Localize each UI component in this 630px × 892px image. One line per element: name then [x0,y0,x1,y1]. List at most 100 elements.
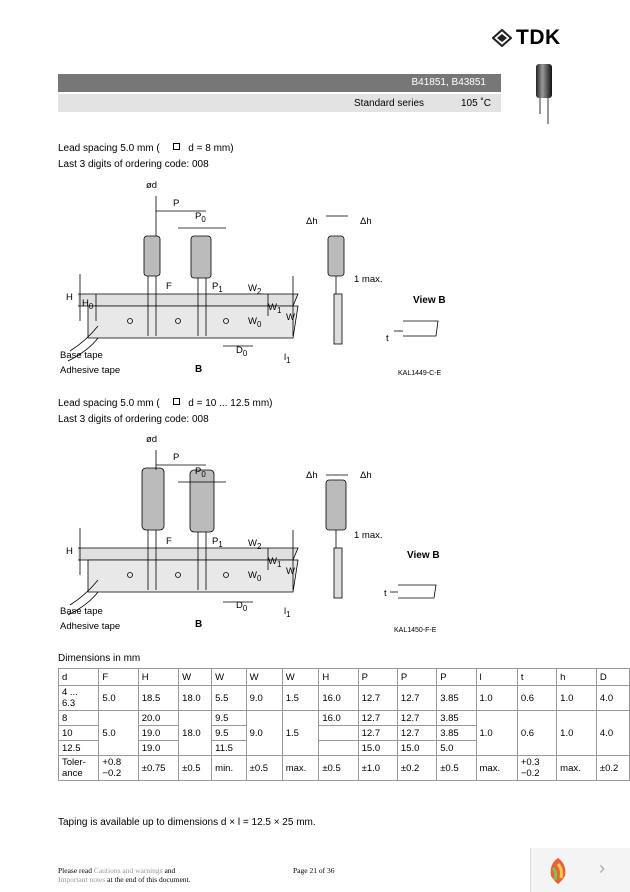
table-cell: 18.0 [178,710,213,756]
table-header-cell: W [211,668,247,686]
table-cell: 3.85 [436,725,477,741]
table-cell: 16.0 [318,710,359,726]
diameter-symbol-icon [172,398,180,405]
label-dh-b-2: Δh [360,470,372,481]
capacitor-image [536,64,552,124]
tdk-diamond-icon [492,29,512,47]
table-cell: ±0.2 [595,755,630,781]
table-header-cell: P [357,668,398,686]
label-adhesive-tape-2: Adhesive tape [60,621,121,632]
viewer-nav: › [530,848,630,892]
table-cell: 1.0 [475,710,518,756]
label-t-2: t [384,588,387,599]
figure-code-1: KAL1449-C-E [398,370,442,377]
table-cell: 12.7 [357,725,398,741]
label-dh-b-1: Δh [360,216,372,227]
table-header-cell: h [556,668,597,686]
table-cell: 12.7 [396,725,438,741]
table-cell: 18.0 [178,685,213,711]
label-1max-1: 1 max. [354,274,383,285]
table-cell: 18.5 [137,685,180,711]
table-header-cell: H [318,668,359,686]
table-cell [318,740,359,756]
table-cell: 1.5 [281,685,320,711]
table-cell: ±0.2 [396,755,438,781]
logo-text: TDK [516,26,561,49]
table-cell: 1.5 [281,710,320,756]
label-w-1: W [286,312,295,323]
table-header-cell: d [57,668,100,686]
table-cell: 20.0 [137,710,180,726]
label-viewb-2: View B [407,550,440,561]
taping-diagram-2 [67,450,437,616]
table-cell: 15.0 [357,740,398,756]
label-p-2: P [173,452,180,463]
label-p-1: P [173,198,180,209]
page-number: Page 21 of 36 [293,866,335,875]
label-l1-1: l1 [284,352,291,365]
label-dh-a-1: Δh [306,216,318,227]
table-cell: 11.5 [211,740,247,756]
table-cell: 4.0 [595,710,630,756]
table-cell: ±0.5 [436,755,477,781]
table-header-cell: H [137,668,180,686]
label-p1-1: P1 [212,281,223,294]
label-b-1: B [195,364,203,375]
table-header-cell: W [245,668,283,686]
table-cell: 5.0 [98,685,139,711]
dimensions-caption: Dimensions in mm [58,653,141,664]
table-cell: 9.5 [211,710,247,726]
table-cell: 12.7 [396,710,438,726]
label-h-1: H [66,292,73,303]
table-cell: 8 [57,710,100,726]
label-p0-1: P0 [195,211,206,224]
label-od-1: ød [146,180,158,191]
label-w0-2: W0 [248,570,262,583]
table-cell: 5.5 [211,685,247,711]
label-b-2: B [195,619,203,630]
label-p1-2: P1 [212,536,223,549]
series-label: Standard series [354,98,425,109]
table-cell: ±0.5 [178,755,213,781]
label-d0-2: D0 [236,600,248,613]
chevron-right-icon[interactable]: › [599,858,605,878]
temperature-label: 105 ˚C [461,98,492,109]
label-w2-2: W2 [248,538,262,551]
table-cell: 12.5 [57,740,100,756]
table-header-cell: W [281,668,320,686]
important-notes-link[interactable]: Important notes [58,875,106,884]
table-cell: 3.85 [436,685,477,711]
label-f-2: F [166,536,172,547]
series-bar: Standard series 105 ˚C [58,94,501,112]
table-cell: 9.5 [211,725,247,741]
table-cell: 4.0 [595,685,630,711]
label-w1-2: W1 [268,556,282,569]
figure-code-2: KAL1450-F-E [394,627,437,634]
label-base-tape-2: Base tape [60,606,103,617]
table-cell: 1.0 [556,685,597,711]
table-cell: 9.0 [245,685,283,711]
table-cell: 19.0 [137,740,180,756]
title-bar: B41851, B43851 [58,74,501,92]
table-cell: +0.3 −0.2 [516,755,558,781]
viewer-logo-icon [550,858,566,884]
ordering-code-2: Last 3 digits of ordering code: 008 [58,414,209,425]
tdk-logo: TDK [492,26,561,50]
table-cell: ±0.5 [318,755,359,781]
label-1max-2: 1 max. [354,530,383,541]
label-h0-1: H0 [82,298,94,311]
table-cell: 4 ... 6.3 [57,685,100,711]
table-cell: 12.7 [357,710,398,726]
table-cell: 1.0 [475,685,518,711]
table-cell: 19.0 [137,725,180,741]
label-adhesive-tape-1: Adhesive tape [60,365,121,376]
table-cell: 3.85 [436,710,477,726]
table-cell: max. [281,755,320,781]
cautions-link[interactable]: Cautions and warnings [93,866,163,875]
table-cell [318,725,359,741]
label-t-1: t [386,333,389,344]
table-header-cell: l [475,668,518,686]
